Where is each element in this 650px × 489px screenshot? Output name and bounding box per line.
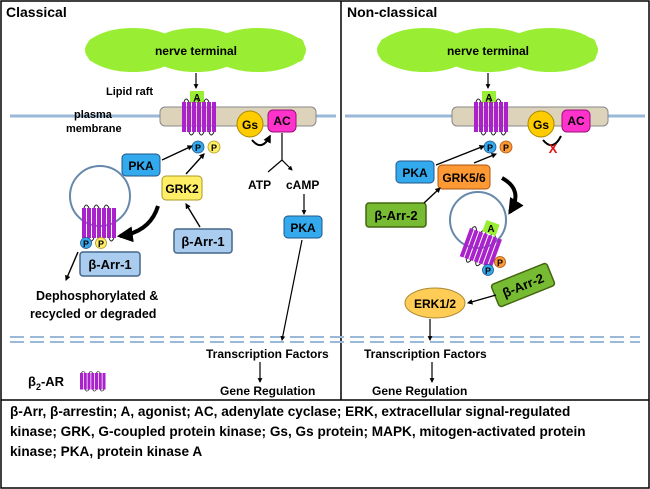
nonclassical-gs-to-ac-arrow <box>542 135 562 147</box>
nonclassical-transcription-label: Transcription Factors <box>364 347 487 361</box>
nonclassical-pka-label: PKA <box>402 166 428 180</box>
classical-vesicle-phospho-1 <box>80 237 92 249</box>
classical-pka-upper-label: PKA <box>128 159 154 173</box>
fate-line-2: recycled or degraded <box>30 307 156 321</box>
fate-line-1: Dephosphorylated & <box>36 289 158 303</box>
nonclassical-ac-label: AC <box>567 114 585 128</box>
nonclassical-barr2-bound <box>490 262 556 308</box>
classical-vesicle-phospho-2 <box>95 237 107 249</box>
nc-vesicle-phospho-2-label: P <box>497 258 503 268</box>
classical-gene-label: Gene Regulation <box>220 384 315 398</box>
caption-line-3: kinase; PKA, protein kinase A <box>10 444 203 459</box>
classical-vesicle-phospho-1-label: P <box>83 239 89 249</box>
camp-label: cAMP <box>286 178 319 192</box>
nonclassical-title: Non-classical <box>347 4 437 20</box>
nonclassical-agonist <box>482 91 496 103</box>
nonclassical-nerve-terminal-label: nerve terminal <box>447 44 529 58</box>
classical-gs-to-ac-arrow <box>251 134 271 147</box>
classical-receptor-phospho-2 <box>207 140 221 154</box>
caption-line-2: kinase; GRK, G-coupled protein kinase; G… <box>10 424 586 439</box>
classical-grk2 <box>161 175 203 201</box>
pka-to-receptor-arrow <box>161 145 194 161</box>
classical-agonist <box>190 91 204 103</box>
pka-to-nucleus-arrow <box>280 239 303 341</box>
nonclassical-ac <box>561 109 591 133</box>
classical-pka-lower-label: PKA <box>290 221 316 235</box>
nonclassical-grk56 <box>437 164 491 190</box>
classical-lipid-raft-label: Lipid raft <box>106 86 153 98</box>
nc-pka-to-receptor-arrow <box>435 145 486 166</box>
classical-receptor-phospho-1-label: P <box>195 143 201 153</box>
nonclassical-nerve-terminal <box>377 28 598 72</box>
grk56-to-receptor-arrow <box>473 153 498 164</box>
nc-vesicle-phospho-1 <box>482 264 494 276</box>
caption-line-1: β-Arr, β-arrestin; A, agonist; AC, adeny… <box>10 404 571 419</box>
nonclassical-barr2-free-label: β-Arr-2 <box>374 208 417 223</box>
atp-label: ATP <box>248 178 271 192</box>
nonclassical-gs <box>527 110 555 138</box>
nc-vesicle-phospho-1-label: P <box>485 266 491 276</box>
nonclassical-grk56-label: GRK5/6 <box>442 171 486 185</box>
membrane-label: membrane <box>66 123 122 135</box>
nc-vesicle-agonist <box>482 219 500 237</box>
classical-barr1-free <box>173 228 233 254</box>
recycle-arrow <box>65 251 79 282</box>
classical-transcription-label: Transcription Factors <box>206 347 329 361</box>
legend-b2ar-label: β2-AR <box>28 374 65 392</box>
classical-b2ar-receptor <box>181 98 217 136</box>
classical-ac-label: AC <box>273 114 291 128</box>
classical-barr1-bound-label: β-Arr-1 <box>88 257 131 272</box>
classical-ac <box>267 109 297 133</box>
nc-vesicle-phospho-2 <box>494 256 506 268</box>
classical-barr1-free-label: β-Arr-1 <box>181 234 224 249</box>
nc-internalization-arrow <box>500 176 524 215</box>
nonclassical-receptor-phospho-2 <box>499 140 513 154</box>
barr2-to-grk56-arrow <box>423 187 441 204</box>
nonclassical-pka <box>395 160 435 184</box>
classical-title: Classical <box>6 4 67 20</box>
barr2-to-erk-arrow <box>466 294 497 305</box>
classical-receptor-phospho-2-label: P <box>211 143 217 153</box>
classical-nerve-terminal <box>85 28 306 72</box>
nonclassical-gs-label: Gs <box>533 118 549 132</box>
nc-vesicle-agonist-label: A <box>487 224 494 235</box>
classical-internalized-receptor <box>81 204 117 242</box>
nonclassical-erk-label: ERK1/2 <box>414 297 456 311</box>
classical-atp-branch <box>267 159 283 173</box>
figure-caption: β-Arr, β-arrestin; A, agonist; AC, adeny… <box>10 402 640 462</box>
nonclassical-b2ar-receptor <box>473 98 509 136</box>
grk2-to-receptor-arrow <box>185 153 205 175</box>
barr1-to-grk2-arrow <box>185 203 201 228</box>
plasma-label: plasma <box>74 109 113 121</box>
classical-agonist-label: A <box>193 93 200 104</box>
classical-gs-label: Gs <box>242 118 258 132</box>
classical-nerve-terminal-label: nerve terminal <box>155 44 237 58</box>
legend-receptor-icon <box>79 370 106 392</box>
classical-pka-upper <box>121 153 161 177</box>
classical-barr1-bound <box>79 251 141 277</box>
classical-vesicle-phospho-2-label: P <box>98 239 104 249</box>
nonclassical-agonist-label: A <box>485 93 492 104</box>
nonclassical-receptor-phospho-1-label: P <box>487 143 493 153</box>
nonclassical-barr2-free <box>365 202 427 228</box>
classical-gs <box>236 110 264 138</box>
nonclassical-gene-label: Gene Regulation <box>372 384 467 398</box>
internalization-arrow <box>116 205 160 243</box>
classical-grk2-label: GRK2 <box>165 182 199 196</box>
blocked-x-mark: X <box>549 141 558 156</box>
nonclassical-receptor-phospho-2-label: P <box>503 143 509 153</box>
classical-pka-lower <box>283 215 323 239</box>
nonclassical-erk <box>404 287 466 319</box>
